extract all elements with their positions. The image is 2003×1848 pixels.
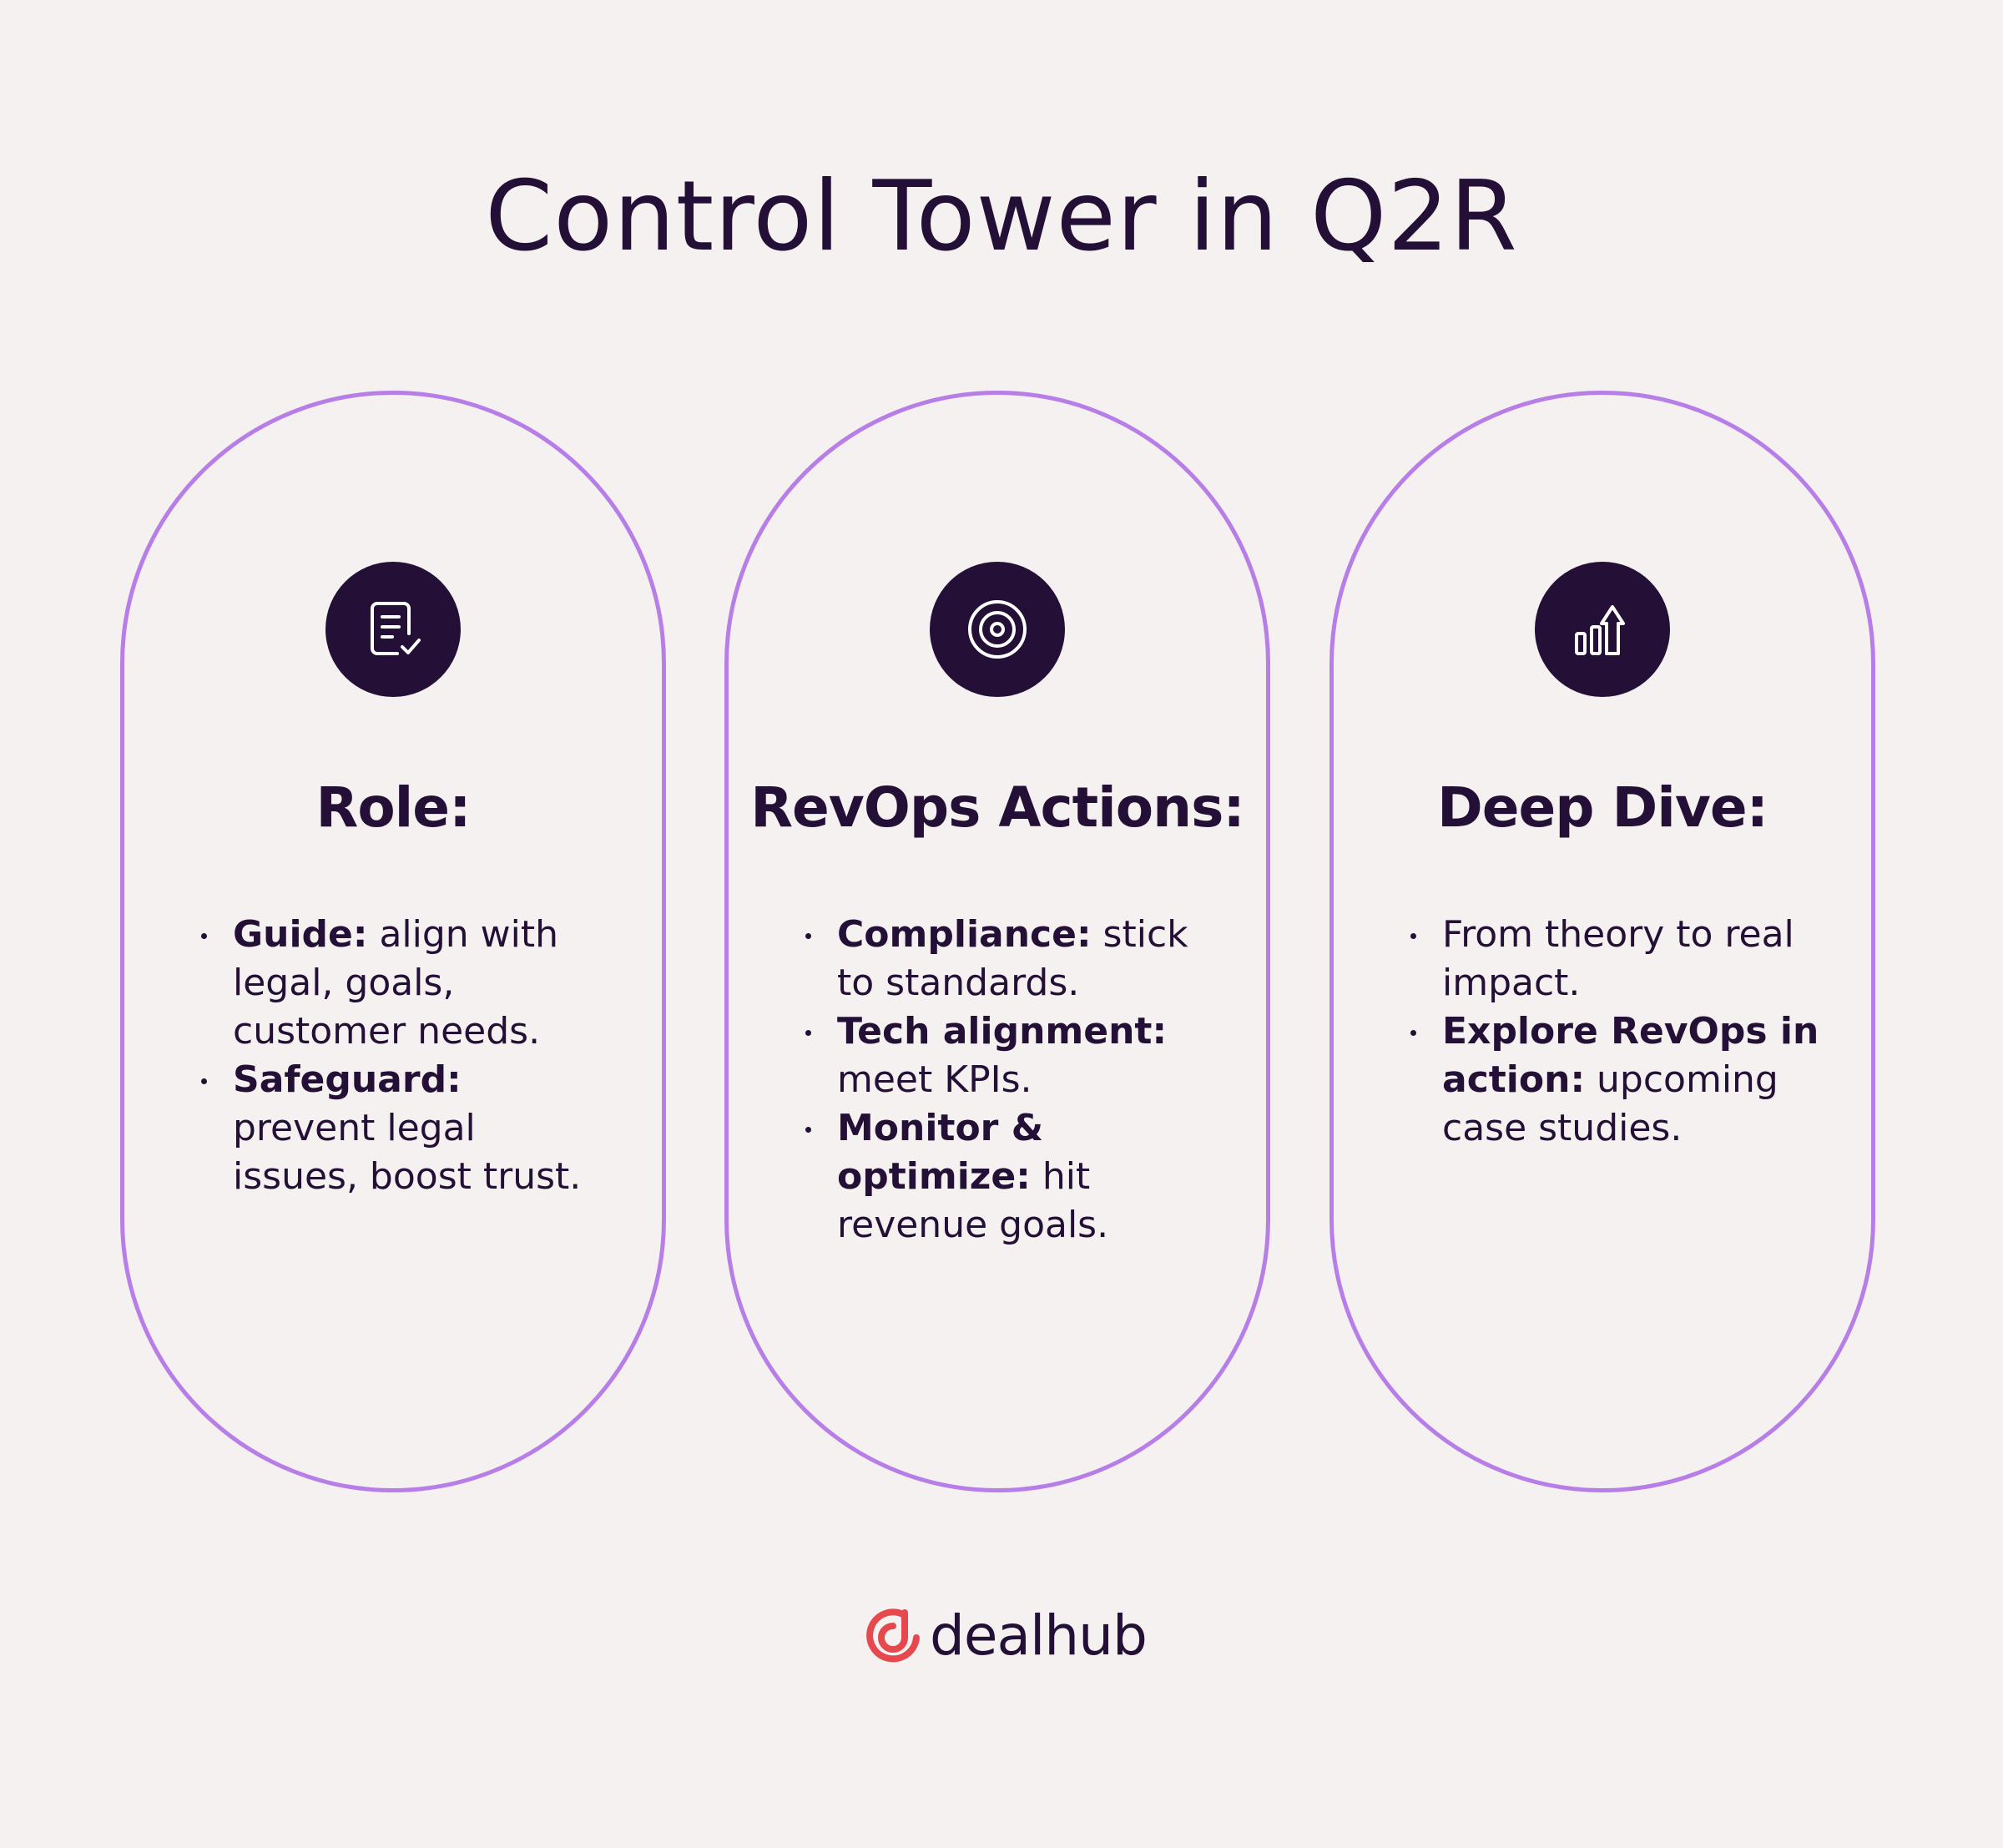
dealhub-logo-icon — [866, 1608, 920, 1663]
card-role: Role: Guide: align with legal, goals, cu… — [120, 391, 666, 1492]
list-item: From theory to real impact. — [1410, 911, 1821, 1007]
bullet-list: Compliance: stick to standards. Tech ali… — [805, 911, 1216, 1250]
list-item: Explore RevOps in action: upcoming case … — [1410, 1007, 1821, 1153]
bullet-list: From theory to real impact. Explore RevO… — [1410, 911, 1821, 1153]
list-item: Safeguard: prevent legal issues, boost t… — [201, 1056, 612, 1201]
target-icon — [930, 562, 1065, 697]
document-check-icon — [325, 562, 461, 697]
card-revops-actions: RevOps Actions: Compliance: stick to sta… — [724, 391, 1270, 1492]
list-item: Guide: align with legal, goals, customer… — [201, 911, 612, 1056]
card-heading: RevOps Actions: — [750, 775, 1245, 840]
page-title: Control Tower in Q2R — [485, 160, 1518, 273]
list-item: Tech alignment: meet KPIs. — [805, 1007, 1216, 1104]
card-heading: Role: — [315, 775, 472, 840]
list-item: Monitor & optimize: hit revenue goals. — [805, 1104, 1216, 1250]
dealhub-logo: dealhub — [861, 1603, 1148, 1668]
card-heading: Deep Dive: — [1436, 775, 1768, 840]
bullet-list: Guide: align with legal, goals, customer… — [201, 911, 612, 1201]
logo-text: dealhub — [930, 1603, 1148, 1668]
growth-chart-icon — [1535, 562, 1670, 697]
list-item: Compliance: stick to standards. — [805, 911, 1216, 1007]
card-deep-dive: Deep Dive: From theory to real impact. E… — [1329, 391, 1875, 1492]
